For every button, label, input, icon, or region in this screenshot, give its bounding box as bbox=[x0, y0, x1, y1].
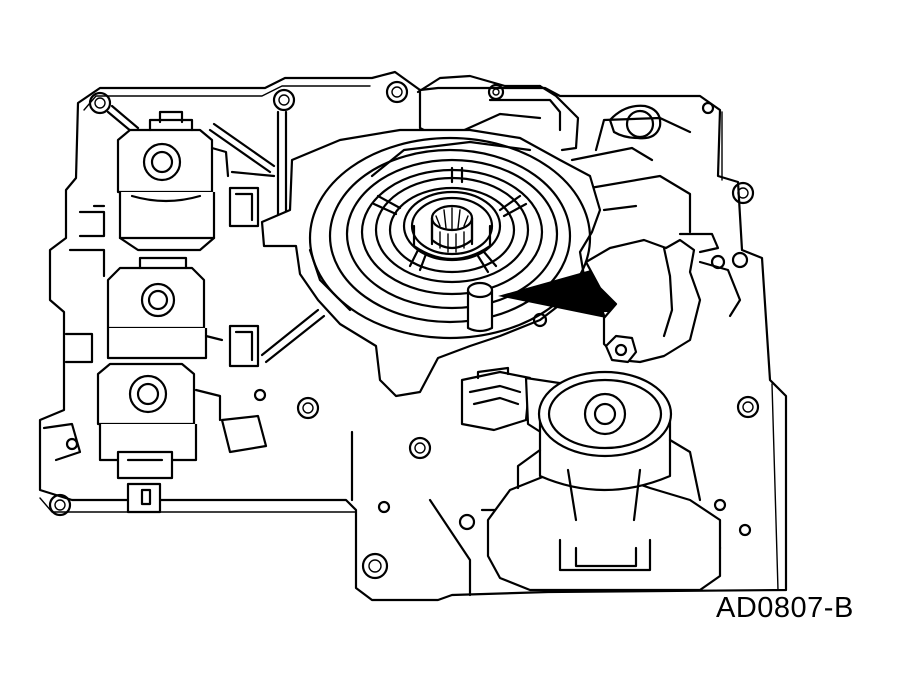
right-bracket bbox=[584, 232, 742, 364]
solenoid-bottom bbox=[42, 362, 268, 514]
locating-pin bbox=[466, 290, 494, 333]
solenoid-middle bbox=[64, 248, 260, 368]
servo-housing bbox=[260, 128, 602, 398]
bolt-holes bbox=[48, 80, 760, 580]
shift-actuator bbox=[486, 370, 722, 592]
figure-id-label: AD0807-B bbox=[716, 592, 854, 624]
plate-ribs bbox=[106, 104, 692, 597]
solenoid-top bbox=[78, 110, 260, 252]
